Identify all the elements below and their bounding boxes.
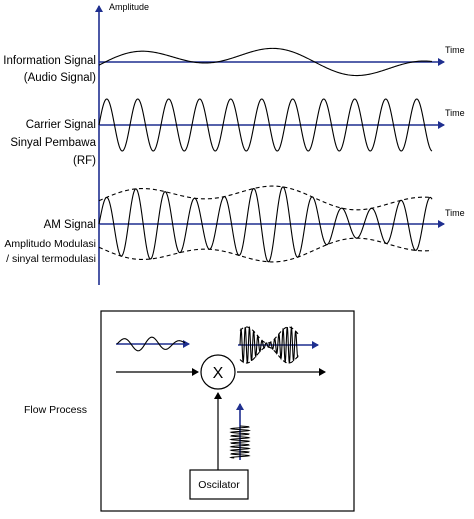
mixer-symbol: X bbox=[213, 365, 224, 382]
carrier-signal-rf-label: (RF) bbox=[73, 155, 96, 167]
am-signal-sublabel-2: / sinyal termodulasi bbox=[6, 253, 96, 265]
flow-carrier-wave bbox=[229, 425, 251, 459]
flow-audio-wave bbox=[116, 336, 186, 352]
am-envelope-lower bbox=[98, 237, 433, 263]
am-time-label: Time bbox=[445, 208, 465, 218]
am-envelope-upper bbox=[98, 185, 433, 211]
amplitude-label: Amplitude bbox=[109, 2, 149, 12]
information-signal-wave bbox=[98, 47, 433, 77]
flow-process-box bbox=[100, 310, 355, 512]
oscillator-label: Oscilator bbox=[198, 479, 240, 491]
carrier-signal-label: Carrier Signal bbox=[26, 119, 96, 131]
carrier-signal-sublabel: Sinyal Pembawa bbox=[10, 137, 96, 149]
information-signal-label: Information Signal bbox=[3, 55, 96, 67]
oscillator-box bbox=[189, 469, 249, 500]
mixer-circle bbox=[200, 354, 236, 390]
am-signal-wave bbox=[98, 186, 433, 263]
flow-am-wave bbox=[239, 325, 299, 365]
information-signal-sublabel: (Audio Signal) bbox=[24, 72, 96, 84]
information-time-label: Time bbox=[445, 45, 465, 55]
carrier-time-label: Time bbox=[445, 108, 465, 118]
flow-process-label: Flow Process bbox=[24, 404, 87, 416]
am-signal-sublabel: Amplitudo Modulasi bbox=[4, 238, 96, 250]
am-signal-label: AM Signal bbox=[44, 219, 96, 231]
carrier-signal-wave bbox=[98, 98, 433, 152]
